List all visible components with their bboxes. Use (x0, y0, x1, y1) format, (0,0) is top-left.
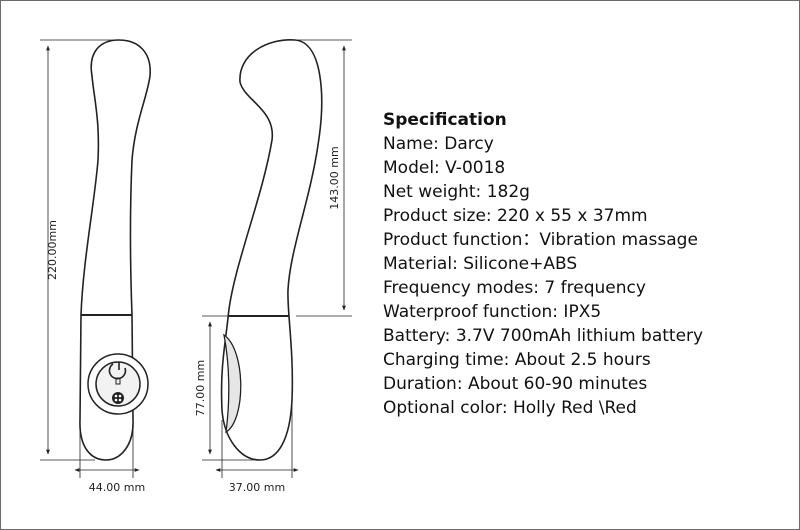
spec-line: Battery: 3.7V 700mAh lithium battery (383, 326, 704, 346)
spec-line: Model: V-0018 (383, 158, 506, 178)
control-button (87, 353, 149, 415)
dimension-front-height (40, 39, 118, 461)
spec-line: Charging time: About 2.5 hours (383, 350, 651, 370)
spec-line: Optional color: Holly Red \Red (383, 398, 637, 418)
spec-line: Net weight: 182g (383, 182, 530, 202)
charge-port-icon (115, 377, 121, 385)
side-upper-height-label: 143.00 mm (328, 146, 341, 209)
spec-line: Frequency modes: 7 frequency (383, 278, 646, 298)
dimension-side-upper-height (295, 39, 352, 317)
side-button-bulge (223, 333, 242, 434)
side-view (220, 39, 323, 461)
front-width-label: 44.00 mm (89, 481, 145, 494)
spec-line: Duration: About 60-90 minutes (383, 374, 648, 394)
magnetic-contacts-icon (112, 392, 124, 404)
spec-line: Name: Darcy (383, 134, 494, 154)
side-lower-height-label: 77.00 mm (194, 360, 207, 416)
spec-line: Waterproof function: IPX5 (383, 302, 602, 322)
side-width-label: 37.00 mm (229, 481, 285, 494)
spec-line: Material: Silicone+ABS (383, 254, 578, 274)
power-icon (108, 363, 127, 380)
front-height-label: 220.00mm (46, 220, 59, 280)
spec-line: Product function：Vibration massage (383, 230, 698, 250)
dimension-side-width (215, 400, 299, 478)
dimension-side-lower-height (202, 315, 255, 461)
side-view-outline (220, 39, 323, 461)
specification-title: Specification (383, 110, 507, 130)
spec-line: Product size: 220 x 55 x 37mm (383, 206, 648, 226)
dimension-front-width (74, 420, 140, 478)
front-view (79, 39, 151, 461)
